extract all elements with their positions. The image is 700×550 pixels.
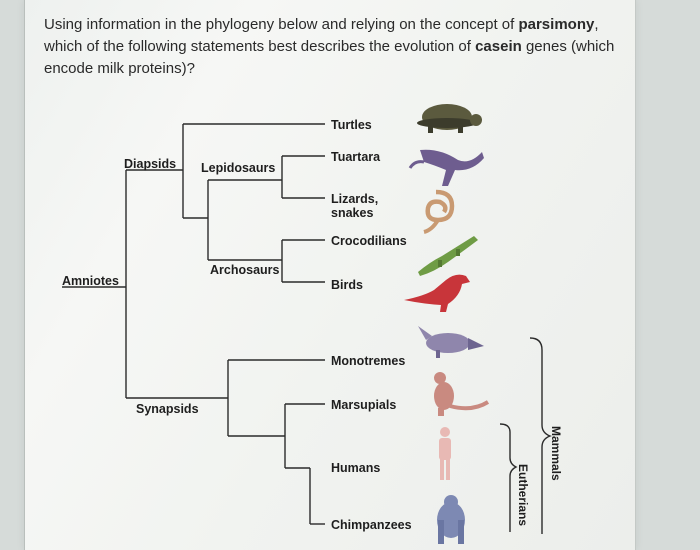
turtle-icon (417, 104, 482, 133)
clade-label-lepidosaurs: Lepidosaurs (201, 161, 276, 175)
taxon-label-chimpanzees: Chimpanzees (331, 518, 412, 532)
taxon-label-monotremes: Monotremes (331, 354, 406, 368)
platypus-icon (418, 326, 484, 358)
taxon-label-crocodilians: Crocodilians (331, 234, 407, 248)
taxon-label-marsupials: Marsupials (331, 398, 397, 412)
kangaroo-icon (434, 372, 490, 416)
taxon-label-lizards-snakes: Lizards, snakes (331, 192, 379, 220)
clade-label-diapsids: Diapsids (124, 157, 177, 171)
clade-label-archosaurs: Archosaurs (210, 263, 280, 277)
clade-label-amniotes: Amniotes (62, 274, 119, 288)
group-label-mammals: Mammals (549, 426, 563, 481)
taxon-label-humans: Humans (331, 461, 381, 475)
question-text: Using information in the phylogeny below… (44, 16, 615, 77)
clade-label-synapsids: Synapsids (136, 402, 199, 416)
tuatara-icon (408, 149, 484, 186)
group-label-eutherians: Eutherians (516, 464, 530, 527)
snake-icon (423, 189, 455, 234)
chimpanzee-icon (437, 495, 465, 544)
bird-icon (404, 274, 470, 312)
crocodile-icon (418, 236, 478, 276)
human-icon (439, 427, 451, 480)
taxon-label-turtles: Turtles (331, 118, 372, 132)
taxon-label-tuartara: Tuartara (331, 150, 381, 164)
taxon-label-birds: Birds (331, 278, 363, 292)
